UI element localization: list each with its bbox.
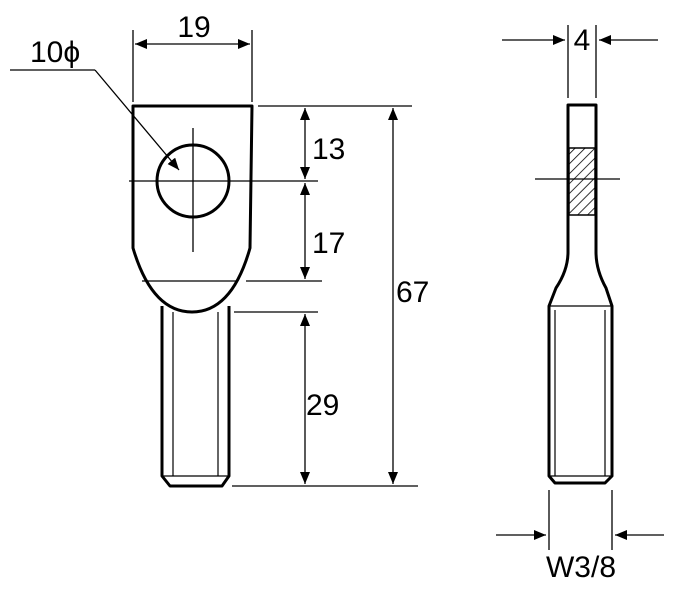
- front-view: [129, 104, 318, 488]
- thread-length-label: 29: [306, 389, 339, 422]
- side-view: [535, 103, 620, 485]
- dimension-overall-length: 67: [388, 108, 429, 484]
- hole-diameter-label: 10ϕ: [30, 36, 80, 69]
- overall-length-label: 67: [396, 276, 429, 309]
- extension-lines: [232, 105, 418, 487]
- dimension-thread-length: 29: [300, 314, 339, 484]
- head-width-label: 19: [177, 11, 210, 44]
- thread-size-label: W3/8: [546, 551, 616, 584]
- dimension-thickness: 4: [502, 24, 658, 98]
- dimension-thread-size: W3/8: [496, 490, 664, 584]
- section-hatch: [568, 147, 596, 216]
- side-outline: [547, 103, 614, 485]
- thickness-label: 4: [574, 24, 591, 57]
- dimension-hole-diameter: 10ϕ: [10, 36, 180, 171]
- dimension-hole-to-shoulder: 17: [300, 183, 345, 279]
- dimension-head-width: 19: [132, 11, 253, 102]
- hole-to-shoulder-label: 17: [312, 227, 345, 260]
- dimension-head-top-to-hole: 13: [300, 108, 345, 179]
- head-top-to-hole-label: 13: [312, 133, 345, 166]
- shank-outline: [160, 306, 231, 488]
- head-outline: [131, 104, 254, 314]
